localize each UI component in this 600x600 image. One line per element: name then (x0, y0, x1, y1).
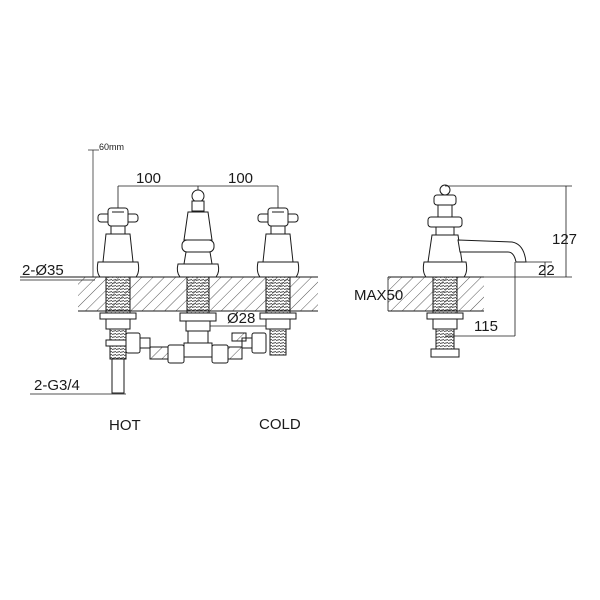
max-deck-label: MAX50 (354, 287, 403, 304)
overall-height-dimension (445, 185, 572, 278)
spout-height-side-dimension (526, 261, 552, 277)
side-view (387, 184, 572, 358)
hot-label: HOT (109, 417, 141, 434)
spout-height-side-label: 22 (538, 262, 555, 279)
spacing-right-label: 100 (228, 170, 253, 187)
side-tap (422, 184, 527, 358)
connector-diameter-label: Ø28 (227, 310, 255, 327)
spout-reach-label: 115 (474, 318, 498, 335)
thread-size-label: 2-G3/4 (34, 377, 80, 394)
spout-reach-dimension (445, 262, 516, 337)
connecting-hoses (125, 332, 267, 364)
hole-diameter-label: 2-Ø35 (22, 262, 64, 279)
spout (176, 189, 220, 344)
front-view (20, 149, 318, 395)
spacing-left-label: 100 (136, 170, 161, 187)
cold-tap (256, 207, 300, 356)
cold-label: COLD (259, 416, 301, 433)
spout-height-dimension (88, 149, 99, 277)
spout-height-label: 60mm (99, 142, 124, 152)
overall-height-label: 127 (552, 231, 577, 248)
